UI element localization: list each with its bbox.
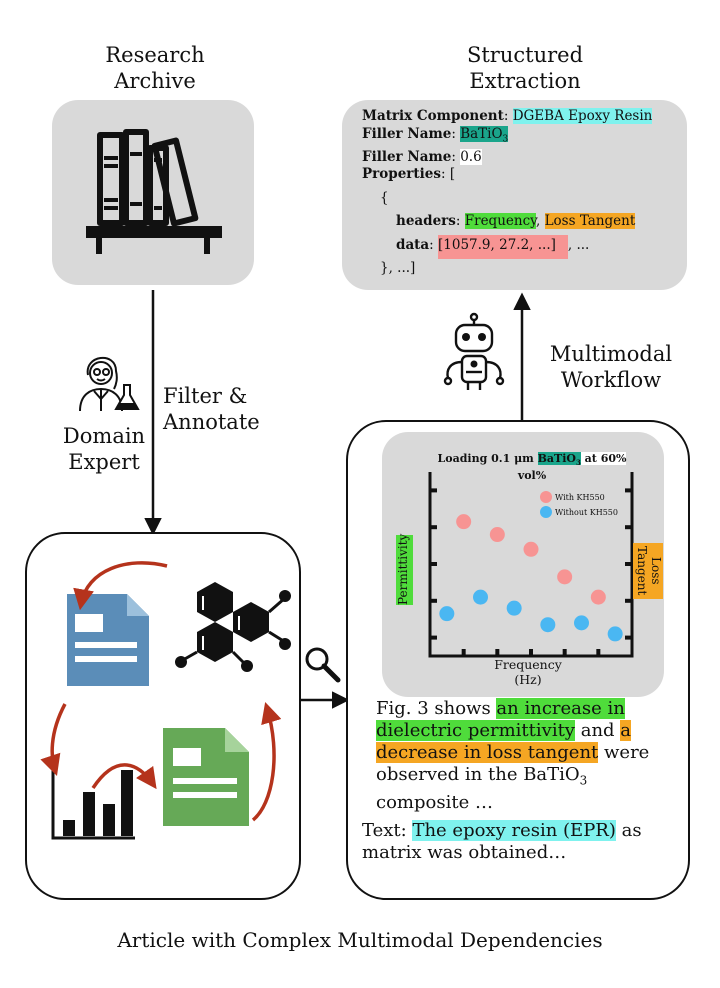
point-with-kh550 xyxy=(489,527,505,543)
x-tick xyxy=(529,649,533,656)
text-excerpt: Text: The epoxy resin (EPR) as matrix wa… xyxy=(362,820,642,863)
point-with-kh550 xyxy=(456,514,472,530)
x-axis-label: Frequency (Hz) xyxy=(494,657,562,687)
filler-value: BaTiO3 xyxy=(460,125,509,145)
y-tick xyxy=(430,525,437,530)
properties-row: Properties: [ xyxy=(362,166,456,183)
archive-box xyxy=(52,100,254,285)
y2-tick xyxy=(625,562,632,566)
article-panel xyxy=(25,532,301,900)
chart-points xyxy=(439,514,623,642)
bar-chart-icon xyxy=(51,764,135,840)
point-without-kh550 xyxy=(540,617,556,633)
open-brace: { xyxy=(380,189,389,206)
y-tick xyxy=(430,598,437,603)
article-illustration xyxy=(40,561,291,840)
headers-row: headers: Frequency, Loss Tangent xyxy=(396,213,636,230)
point-without-kh550 xyxy=(439,606,455,622)
multimodal-workflow-label: Multimodal Workflow xyxy=(549,342,673,392)
close-brace: }, ...] xyxy=(380,260,416,277)
chart-axes xyxy=(428,472,634,658)
y2-tick xyxy=(625,525,632,530)
domain-expert-label: Domain Expert xyxy=(62,424,146,474)
x-tick xyxy=(495,649,500,656)
dependency-arrows xyxy=(40,561,282,822)
bookshelf-icon xyxy=(86,129,222,254)
x-tick xyxy=(461,649,466,656)
point-without-kh550 xyxy=(574,615,589,631)
y-tick xyxy=(430,562,437,566)
molecule-icon xyxy=(175,582,291,672)
data-row: data: [1057.9, 27.2, ...], ... xyxy=(396,234,682,259)
x-tick xyxy=(596,649,601,656)
y2-tick xyxy=(625,635,632,640)
legend-marker xyxy=(540,506,552,518)
x-tick xyxy=(562,649,567,656)
chart-panel: Loading 0.1 μm BaTiO3 at 60% vol% With K… xyxy=(346,420,690,900)
point-with-kh550 xyxy=(523,541,539,557)
bottom-title: Article with Complex Multimodal Dependen… xyxy=(117,928,603,952)
y2-tick xyxy=(625,598,632,603)
filter-annotate-label: Filter & Annotate xyxy=(163,384,260,434)
figure-caption: Fig. 3 shows an increase in dielectric p… xyxy=(376,698,650,813)
filler-row: Filler Name: BaTiO3 xyxy=(362,125,509,145)
point-with-kh550 xyxy=(590,589,606,605)
matrix-value: DGEBA Epoxy Resin xyxy=(512,108,653,124)
filler2-row: Filler Name: 0.6 xyxy=(362,148,482,165)
point-with-kh550 xyxy=(557,569,573,585)
magnifier-icon xyxy=(305,647,341,683)
robot-icon xyxy=(443,312,505,390)
legend-label: Without KH550 xyxy=(555,508,618,517)
matrix-row: Matrix Component: DGEBA Epoxy Resin xyxy=(362,108,653,124)
extraction-title: Structured Extraction xyxy=(466,43,584,93)
legend-label: With KH550 xyxy=(555,493,605,502)
y-tick xyxy=(430,635,437,640)
y2-tick xyxy=(625,488,632,493)
legend-marker xyxy=(540,491,552,503)
point-without-kh550 xyxy=(506,600,522,616)
y-tick xyxy=(430,488,437,493)
document-icon xyxy=(163,728,249,826)
y-axis-label: Permittivity xyxy=(396,534,413,605)
document-icon xyxy=(67,594,149,686)
chart-title: Loading 0.1 μm BaTiO3 at 60% vol% xyxy=(437,452,627,483)
archive-title: Research Archive xyxy=(105,43,205,93)
chart-card: Loading 0.1 μm BaTiO3 at 60% vol% With K… xyxy=(382,432,664,697)
point-without-kh550 xyxy=(473,589,488,605)
point-without-kh550 xyxy=(607,626,623,642)
scientist-icon xyxy=(79,356,140,412)
extraction-box: Matrix Component: DGEBA Epoxy Resin Fill… xyxy=(342,100,687,290)
